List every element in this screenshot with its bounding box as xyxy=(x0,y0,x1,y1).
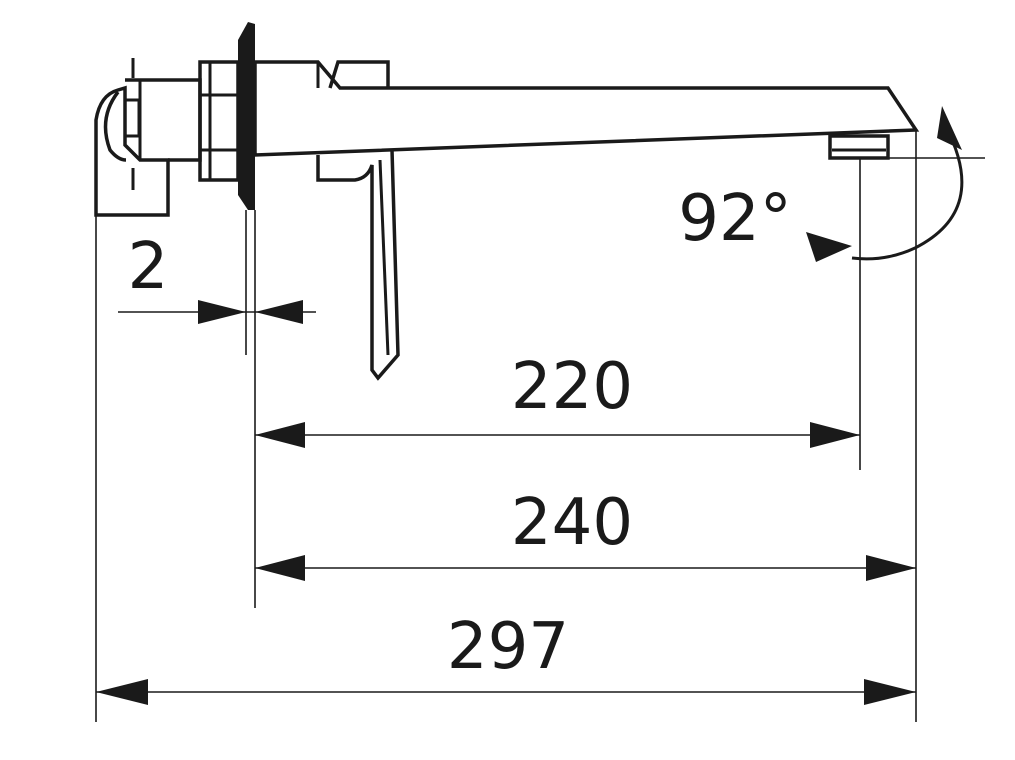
hex-nut xyxy=(198,60,240,182)
dimension-label-spout-length: 240 xyxy=(511,486,633,560)
dimension-label-spout-to-outlet: 220 xyxy=(511,350,633,424)
dimension-overall-length: 297 xyxy=(96,610,916,705)
lever-handle xyxy=(316,149,400,381)
dimension-label-wall-gap: 2 xyxy=(128,230,169,304)
dimension-label-overall-length: 297 xyxy=(447,610,569,684)
aerator xyxy=(828,134,890,160)
wall-rosette xyxy=(238,22,255,355)
mounting-body xyxy=(94,58,202,217)
extension-lines xyxy=(95,130,985,722)
dimension-angle: 92° xyxy=(678,106,964,262)
dimension-spout-to-outlet: 220 xyxy=(255,350,860,448)
faucet xyxy=(94,22,920,381)
spout xyxy=(253,60,920,160)
dimension-label-angle: 92° xyxy=(678,182,791,256)
dimension-spout-length: 240 xyxy=(255,486,916,581)
dimension-wall-gap: 2 xyxy=(118,230,316,324)
